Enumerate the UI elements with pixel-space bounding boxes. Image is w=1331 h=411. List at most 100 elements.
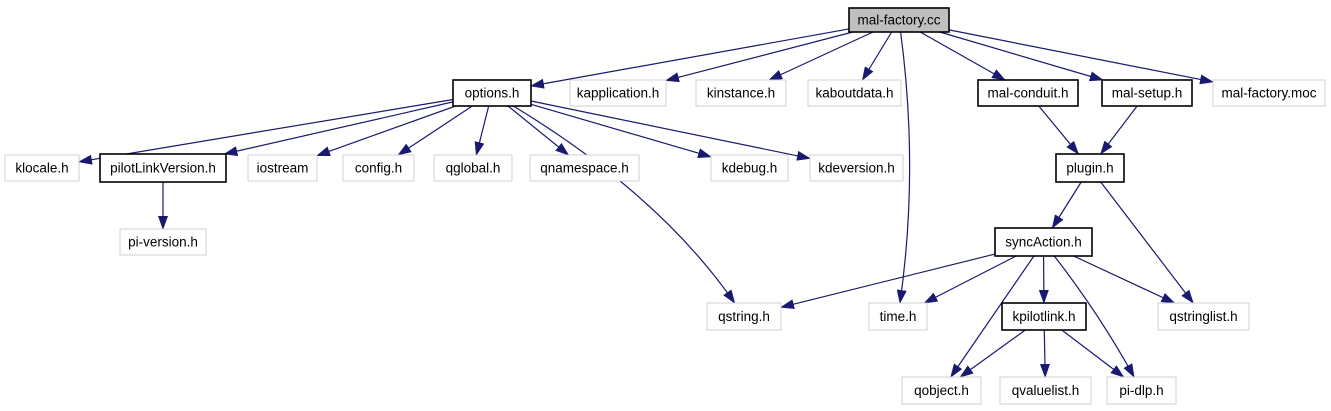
node-box [529, 154, 640, 182]
node-box [706, 302, 782, 331]
graph-edge-kpilotlink.h-to-qvaluelist.h [1039, 329, 1050, 378]
graph-node-kpilotlink.h[interactable]: kpilotlink.h [1001, 302, 1087, 331]
node-label: kaboutdata.h [815, 86, 893, 101]
node-label: kdebug.h [722, 161, 778, 176]
graph-node-kinstance.h: kinstance.h [695, 79, 787, 107]
node-label: pi-version.h [128, 235, 198, 250]
graph-node-qvaluelist.h: qvaluelist.h [999, 376, 1092, 405]
graph-edge-options.h-to-kdeversion.h [530, 100, 811, 161]
graph-edge-syncAction.h-to-pi-dlp.h [1053, 255, 1135, 378]
node-label: kapplication.h [577, 86, 660, 101]
graph-node-qstring.h: qstring.h [706, 302, 782, 331]
node-box [809, 154, 904, 182]
graph-node-plugin.h[interactable]: plugin.h [1055, 153, 1125, 183]
node-label: qvaluelist.h [1012, 383, 1080, 398]
graph-edge-mal-factory.cc-to-mal-factory.moc [948, 29, 1214, 85]
graph-edge-mal-factory.cc-to-kinstance.h [768, 31, 874, 81]
graph-node-mal-setup.h[interactable]: mal-setup.h [1101, 79, 1193, 107]
graph-node-mal-factory.moc: mal-factory.moc [1212, 79, 1326, 107]
graph-edge-mal-factory.cc-to-kapplication.h [665, 31, 853, 83]
node-box [848, 7, 950, 33]
node-box [1212, 79, 1326, 107]
node-box [710, 154, 789, 182]
graph-node-qobject.h: qobject.h [901, 376, 982, 405]
node-label: qnamespace.h [540, 161, 629, 176]
graph-node-pi-version.h: pi-version.h [119, 228, 207, 256]
graph-edge-plugin.h-to-syncAction.h [1051, 181, 1082, 229]
node-box [868, 302, 928, 331]
node-label: kinstance.h [707, 86, 775, 101]
graph-node-iostream: iostream [247, 154, 318, 182]
node-label: qobject.h [914, 383, 969, 398]
graph-edge-options.h-to-pilotLinkVersion.h [223, 101, 454, 156]
graph-node-time.h: time.h [868, 302, 928, 331]
node-box [433, 154, 513, 182]
graph-edge-kpilotlink.h-to-qobject.h [959, 329, 1026, 378]
graph-node-config.h: config.h [342, 154, 415, 182]
node-box[interactable] [1101, 79, 1193, 107]
node-box [999, 376, 1092, 405]
graph-edge-options.h-to-kdebug.h [530, 103, 712, 158]
graph-node-mal-factory.cc: mal-factory.cc [848, 7, 950, 33]
node-box[interactable] [99, 153, 227, 183]
graph-edge-mal-factory.cc-to-options.h [530, 28, 850, 89]
graph-edge-options.h-to-qglobal.h [474, 105, 490, 156]
node-box [695, 79, 787, 107]
node-label: plugin.h [1066, 161, 1113, 176]
node-label: mal-conduit.h [987, 86, 1068, 101]
graph-node-syncAction.h[interactable]: syncAction.h [994, 227, 1093, 257]
node-label: iostream [257, 161, 309, 176]
node-label: options.h [465, 86, 520, 101]
node-label: klocale.h [15, 161, 68, 176]
graph-edge-options.h-to-iostream [316, 105, 456, 157]
graph-node-klocale.h: klocale.h [4, 154, 80, 182]
node-box [569, 79, 667, 107]
node-label: kdeversion.h [818, 161, 895, 176]
node-label: pilotLinkVersion.h [110, 161, 216, 176]
node-label: qglobal.h [446, 161, 501, 176]
node-box[interactable] [1001, 302, 1087, 331]
node-label: pi-dlp.h [1119, 383, 1163, 398]
node-box[interactable] [1055, 153, 1125, 183]
graph-edge-options.h-to-qstring.h [513, 105, 736, 304]
node-label: mal-setup.h [1112, 86, 1183, 101]
graph-edge-mal-setup.h-to-plugin.h [1100, 105, 1138, 155]
graph-edge-kpilotlink.h-to-pi-dlp.h [1061, 329, 1125, 378]
graph-node-pi-dlp.h: pi-dlp.h [1106, 376, 1177, 405]
node-label: qstringlist.h [1169, 309, 1237, 324]
graph-edge-mal-conduit.h-to-plugin.h [1038, 105, 1080, 155]
node-label: mal-factory.cc [857, 13, 940, 28]
graph-edge-options.h-to-config.h [397, 105, 473, 156]
graph-node-kdeversion.h: kdeversion.h [809, 154, 904, 182]
node-box[interactable] [994, 227, 1093, 257]
graph-node-mal-conduit.h[interactable]: mal-conduit.h [977, 79, 1079, 107]
graph-node-kaboutdata.h: kaboutdata.h [807, 79, 902, 107]
node-box[interactable] [977, 79, 1079, 107]
graph-node-qstringlist.h: qstringlist.h [1157, 302, 1250, 331]
node-box[interactable] [452, 79, 532, 107]
graph-edge-mal-factory.cc-to-mal-setup.h [939, 31, 1104, 82]
graph-edge-syncAction.h-to-time.h [923, 255, 1017, 304]
node-box [1157, 302, 1250, 331]
graph-edge-options.h-to-klocale.h [78, 98, 454, 165]
graph-edge-mal-factory.cc-to-mal-conduit.h [919, 31, 1006, 81]
graph-edge-syncAction.h-to-qstringlist.h [1073, 255, 1176, 304]
node-box [1106, 376, 1177, 405]
node-box [247, 154, 318, 182]
graph-node-qglobal.h: qglobal.h [433, 154, 513, 182]
graph-node-qnamespace.h: qnamespace.h [529, 154, 640, 182]
node-label: qstring.h [718, 309, 770, 324]
graph-edge-syncAction.h-to-qobject.h [950, 255, 1035, 378]
graph-node-pilotLinkVersion.h[interactable]: pilotLinkVersion.h [99, 153, 227, 183]
graph-edge-options.h-to-qnamespace.h [507, 105, 570, 156]
node-label: config.h [355, 161, 402, 176]
node-label: kpilotlink.h [1012, 309, 1075, 324]
graph-edge-syncAction.h-to-qstring.h [780, 253, 996, 310]
node-box [342, 154, 415, 182]
graph-node-kdebug.h: kdebug.h [710, 154, 789, 182]
node-label: syncAction.h [1005, 235, 1082, 250]
graph-node-options.h[interactable]: options.h [452, 79, 532, 107]
node-box [901, 376, 982, 405]
